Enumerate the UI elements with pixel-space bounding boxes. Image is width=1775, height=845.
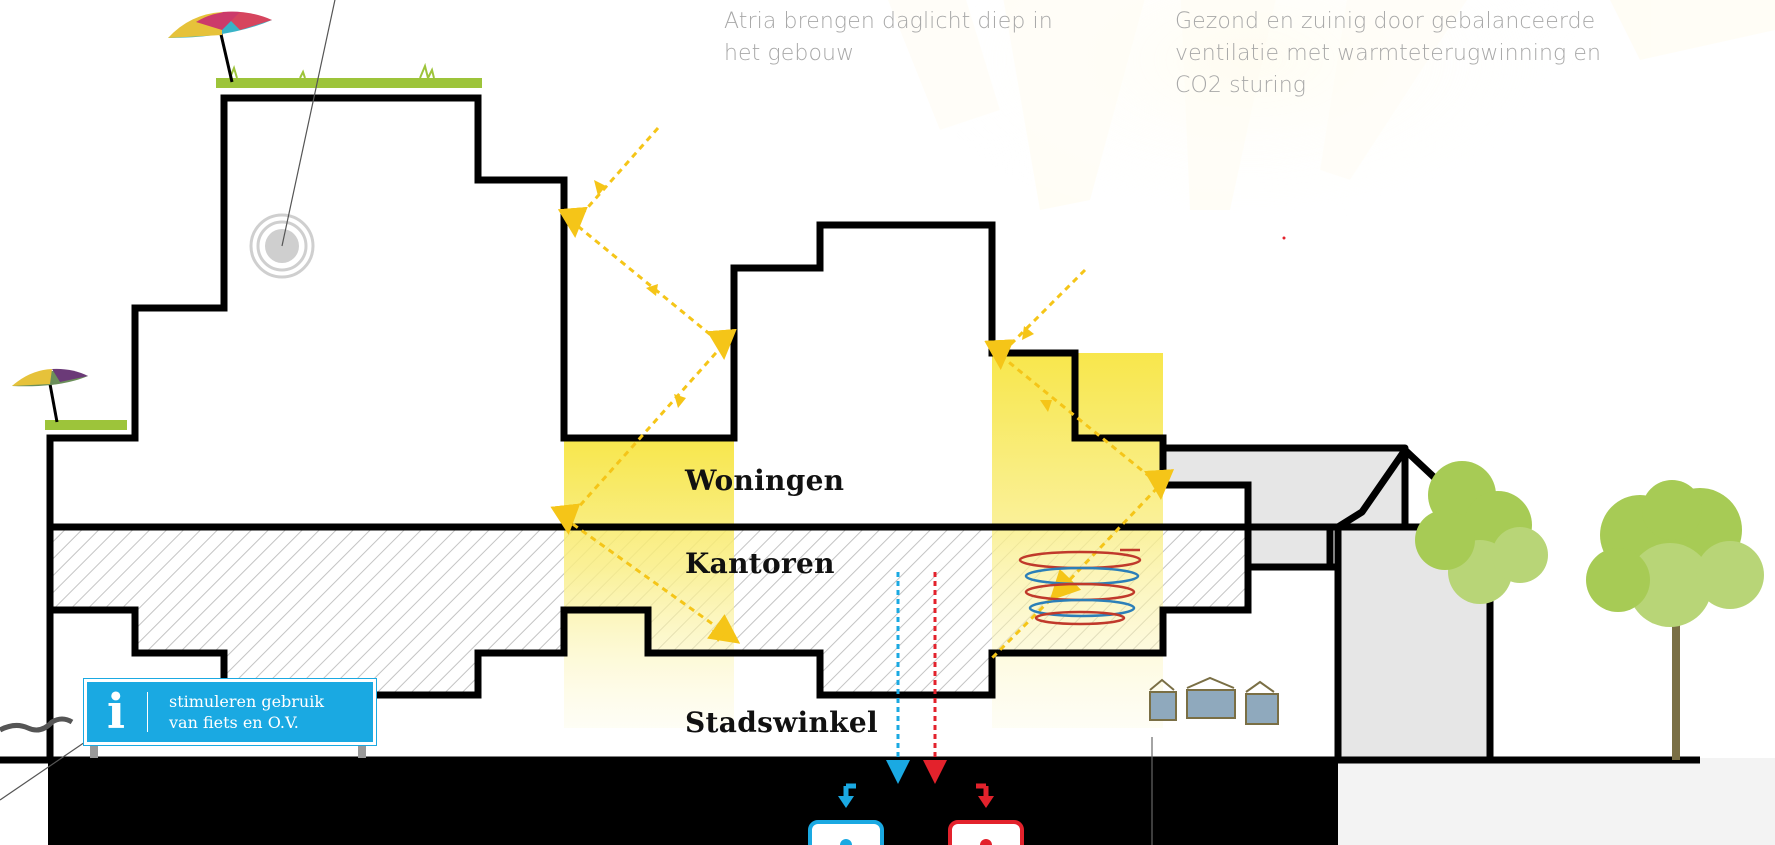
daylight-arrowheads	[594, 180, 1052, 642]
info-line-1: stimuleren gebruik	[169, 692, 325, 711]
atria-annotation: Atria brengen daglicht diep in het gebou…	[724, 6, 1084, 70]
sign-post-right	[358, 744, 366, 758]
floor-label-kantoren: Kantoren	[685, 547, 835, 580]
cold-source-icon	[808, 783, 884, 845]
umbrella-icon	[168, 11, 272, 83]
bicycle-rack-icon	[1149, 676, 1279, 725]
green-roof-top	[216, 78, 482, 88]
heat-exchanger-coil	[1018, 548, 1142, 626]
umbrella-icon	[12, 368, 88, 423]
atria-line-2: het gebouw	[724, 41, 855, 66]
green-roof-left	[45, 420, 127, 430]
building-outline	[46, 94, 1342, 760]
info-sign: i stimuleren gebruik van fiets en O.V.	[84, 679, 376, 745]
ventilation-line-3: CO2 sturing	[1175, 73, 1307, 98]
ventilation-annotation: Gezond en zuinig door gebalanceerde vent…	[1175, 6, 1635, 102]
info-line-2: van fiets en O.V.	[169, 713, 299, 732]
warm-source-icon	[948, 783, 1024, 845]
atria-line-1: Atria brengen daglicht diep in	[724, 9, 1053, 34]
floor-label-woningen: Woningen	[685, 464, 845, 497]
sun-rays	[888, 0, 1775, 230]
tree-icon	[1415, 461, 1548, 604]
grass-tufts	[229, 62, 435, 81]
sun-sensor-icon	[249, 0, 336, 279]
marker-dot	[1282, 236, 1286, 240]
bike-cable-icon	[0, 716, 89, 801]
tree-icon	[1586, 480, 1764, 760]
left-annotation-fragment: n	[0, 218, 18, 250]
sign-post-left	[90, 744, 98, 758]
info-divider	[147, 692, 148, 732]
ventilation-line-1: Gezond en zuinig door gebalanceerde	[1175, 9, 1596, 34]
floor-label-stadswinkel: Stadswinkel	[685, 706, 878, 739]
ventilation-line-2: ventilatie met warmteterugwinning en	[1175, 41, 1602, 66]
daylight-arrows	[550, 127, 1175, 662]
info-sign-text: stimuleren gebruik van fiets en O.V.	[169, 691, 369, 733]
info-icon: i	[106, 684, 126, 740]
basement-ground	[48, 760, 1338, 845]
street-surface	[1338, 758, 1775, 845]
